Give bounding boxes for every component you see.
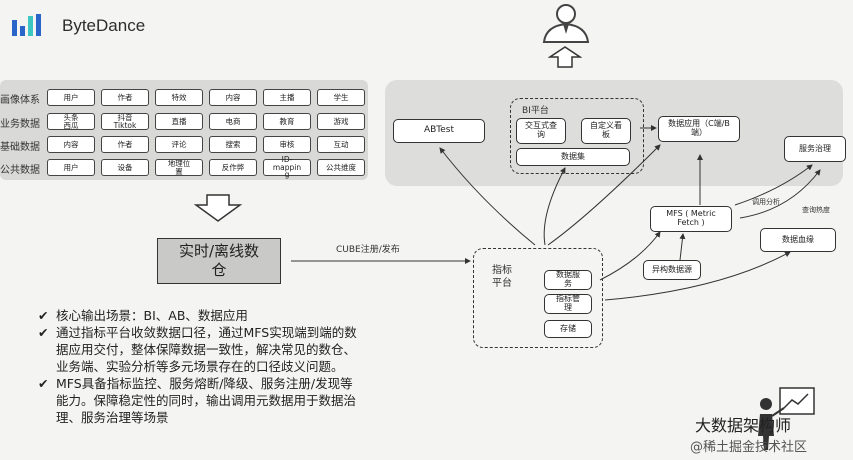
layer-cell: 地理位 置	[155, 159, 203, 176]
bullet-line: ✔ MFS具备指标监控、服务熔断/降级、服务注册/发现等	[38, 375, 438, 392]
bullet-text: 业务端、实验分析等多元场景存在的口径歧义问题。	[56, 359, 344, 374]
layer-label: 业务数据	[0, 119, 40, 130]
hetero-datasource-box: 异构数据源	[643, 260, 701, 280]
warehouse-box: 实时/离线数 仓	[157, 238, 281, 284]
layer-cell: 设备	[101, 159, 149, 176]
watermark-title: 大数据架构师	[695, 416, 792, 435]
bi-platform-group	[510, 98, 644, 174]
bullet-text: 据应用交付，整体保障数据一致性，解决常见的数仓、	[56, 342, 357, 357]
layer-cell: 反作弊	[209, 159, 257, 176]
layer-cell: 游戏	[317, 113, 365, 130]
check-icon	[38, 341, 56, 358]
mfs-box: MFS ( Metric Fetch )	[650, 206, 732, 232]
bullet-line: ✔ 核心输出场景：BI、AB、数据应用	[38, 307, 438, 324]
layer-cell: 电商	[209, 113, 257, 130]
layer-cell: 作者	[101, 89, 149, 106]
bullet-line: 据应用交付，整体保障数据一致性，解决常见的数仓、	[38, 341, 438, 358]
layer-cell: 公共维度	[317, 159, 365, 176]
layer-cell: 用户	[47, 89, 95, 106]
data-lineage-box: 数据血缘	[760, 228, 836, 252]
presenter-icon	[758, 387, 815, 450]
check-icon	[38, 409, 56, 426]
check-icon	[38, 392, 56, 409]
layer-cell: 抖音 Tiktok	[101, 113, 149, 130]
layer-cell: 评论	[155, 136, 203, 153]
layer-cell: 审核	[263, 136, 311, 153]
metrics-platform-title: 指标 平台	[492, 265, 512, 289]
layer-cell: 作者	[101, 136, 149, 153]
up-arrow-icon	[548, 46, 582, 68]
abtest-box: ABTest	[393, 119, 485, 143]
check-icon: ✔	[38, 325, 49, 340]
user-icon	[542, 4, 590, 43]
bi-title: BI平台	[522, 106, 549, 116]
check-icon	[38, 358, 56, 375]
bi-interactive-query: 交互式查 询	[516, 118, 566, 144]
bullet-text: 理、服务治理等场景	[56, 410, 169, 425]
layer-label: 基础数据	[0, 142, 40, 153]
check-icon: ✔	[38, 308, 49, 323]
metrics-management: 指标管 理	[544, 294, 592, 314]
bullet-line: 业务端、实验分析等多元场景存在的口径歧义问题。	[38, 358, 438, 375]
bullet-text: MFS具备指标监控、服务熔断/降级、服务注册/发现等	[56, 376, 353, 391]
bi-dataset: 数据集	[516, 148, 630, 166]
bullet-line: 理、服务治理等场景	[38, 409, 438, 426]
layer-label: 公共数据	[0, 165, 40, 176]
call-analysis-label: 调用分析	[752, 198, 780, 206]
bullet-text: 核心输出场景：BI、AB、数据应用	[56, 308, 248, 323]
metrics-platform-group	[473, 248, 603, 348]
bi-custom-dashboard: 自定义看 板	[581, 118, 631, 144]
layer-cell: 头条 西瓜	[47, 113, 95, 130]
check-icon: ✔	[38, 376, 49, 391]
metrics-data-service: 数据服 务	[544, 270, 592, 290]
bullet-text: 能力。保障稳定性的同时，输出调用元数据用于数据治	[56, 393, 357, 408]
layer-cell: ID- mappin g	[263, 155, 311, 179]
layer-cell: 互动	[317, 136, 365, 153]
service-governance-box: 服务治理	[784, 136, 846, 162]
watermark-source: @稀土掘金技术社区	[690, 440, 808, 455]
summary-bullets: ✔ 核心输出场景：BI、AB、数据应用 ✔ 通过指标平台收敛数据口径，通过MFS实现端…	[38, 307, 438, 426]
bytedance-logo-icon	[12, 14, 41, 36]
metrics-storage: 存储	[544, 320, 592, 338]
layer-cell: 内容	[209, 89, 257, 106]
layer-cell: 直播	[155, 113, 203, 130]
bullet-line: ✔ 通过指标平台收敛数据口径，通过MFS实现端到端的数	[38, 324, 438, 341]
layer-cell: 学生	[317, 89, 365, 106]
layer-cell: 教育	[263, 113, 311, 130]
layer-cell: 用户	[47, 159, 95, 176]
bullet-text: 通过指标平台收敛数据口径，通过MFS实现端到端的数	[56, 325, 357, 340]
data-application-box: 数据应用（C端/B 端）	[658, 116, 740, 142]
layer-cell: 特效	[155, 89, 203, 106]
cube-register-label: CUBE注册/发布	[336, 245, 400, 255]
layer-cell: 主播	[263, 89, 311, 106]
layer-label: 画像体系	[0, 95, 40, 106]
layer-cell: 内容	[47, 136, 95, 153]
down-arrow-icon	[193, 194, 243, 222]
bullet-line: 能力。保障稳定性的同时，输出调用元数据用于数据治	[38, 392, 438, 409]
layer-cell: 搜索	[209, 136, 257, 153]
brand-name: ByteDance	[62, 16, 146, 35]
query-heat-label: 查询热度	[802, 206, 830, 214]
